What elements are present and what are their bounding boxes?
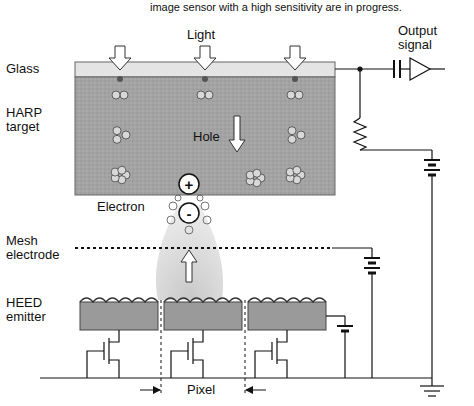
- charge-sign: -: [179, 204, 199, 224]
- molecule: [197, 91, 205, 99]
- transistor-symbol: [87, 330, 287, 378]
- battery-symbol: [364, 248, 380, 378]
- carrier-label: Electron: [96, 200, 146, 214]
- molecule: [295, 91, 303, 99]
- mesh-electrode: [75, 247, 332, 249]
- light-arrow: [109, 46, 306, 70]
- molecule: [118, 166, 126, 174]
- molecule: [122, 131, 130, 139]
- molecule: [112, 91, 120, 99]
- part-name: HARP target: [6, 106, 72, 134]
- molecule: [297, 131, 305, 139]
- electron-symbol: [179, 203, 199, 223]
- light-label: Light: [187, 28, 237, 42]
- output-label: Output signal: [398, 24, 456, 52]
- molecule: [287, 91, 295, 99]
- charge-sign: +: [179, 175, 199, 195]
- transistor-symbol: [171, 330, 203, 378]
- molecule: [253, 169, 261, 177]
- molecule: [293, 166, 301, 174]
- pixel-arrow: [246, 390, 266, 391]
- molecule: [288, 127, 296, 135]
- transistor-symbol: [87, 330, 119, 378]
- molecule: [113, 135, 121, 143]
- heed-emitter: [80, 302, 326, 330]
- hole-symbol: [179, 174, 199, 194]
- dimension-label: Pixel: [186, 383, 216, 397]
- molecule: [120, 91, 128, 99]
- emitter-surface: [80, 298, 326, 302]
- hole-arrow: [229, 116, 245, 152]
- molecule-cluster: [111, 91, 305, 187]
- output-circuit: [335, 58, 445, 396]
- common-wire: [40, 377, 432, 378]
- battery-symbol: [326, 316, 353, 378]
- part-name: HEED emitter: [6, 296, 72, 324]
- pixel-marker: [161, 300, 245, 395]
- molecule: [205, 91, 213, 99]
- electron-cloud: [167, 195, 211, 234]
- transistor-symbol: [255, 330, 287, 378]
- mesh-wire: [332, 248, 372, 249]
- charge-dot: [117, 76, 298, 82]
- molecule: [113, 127, 121, 135]
- carrier-label: Hole: [193, 130, 229, 144]
- harp-target: [75, 77, 335, 195]
- caption-text: image sensor with a high sensitivity are…: [150, 0, 472, 14]
- electron-arrow: [181, 250, 197, 282]
- molecule: [288, 135, 296, 143]
- part-name: Glass: [6, 62, 66, 76]
- part-name: Mesh electrode: [6, 234, 72, 262]
- pixel-arrow: [140, 390, 160, 391]
- electron-beam: [156, 205, 223, 300]
